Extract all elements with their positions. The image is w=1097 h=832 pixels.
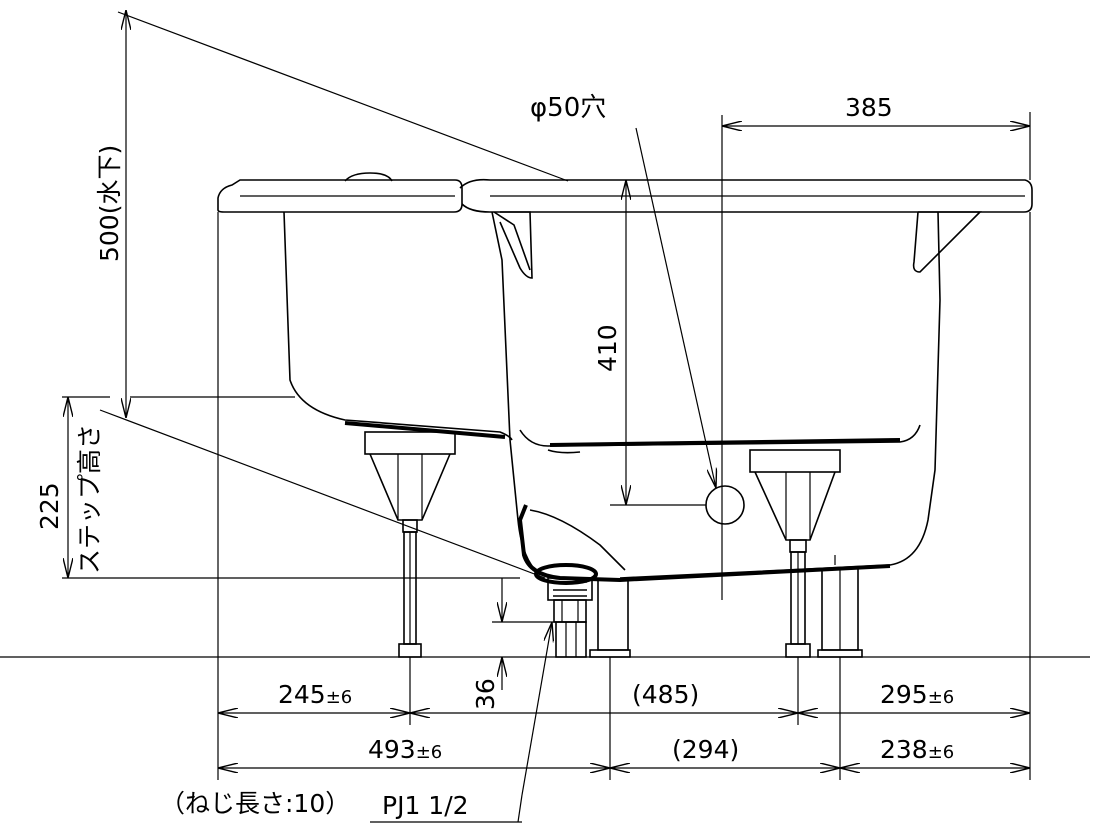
leader-step-diagonal [99,409,546,579]
leader-top-diagonal [117,11,569,182]
height-500-label: 500(水下) [95,145,124,262]
hole-label: φ50穴 [530,93,606,123]
step-value-label: 225 [35,482,64,530]
dim-493-label: 493±6 [368,735,442,764]
dim-294-label: (294) [672,735,739,764]
thread-note: （ねじ長さ:10） [160,789,350,818]
tub-main-basin [491,211,982,583]
dim-36 [492,578,556,690]
top-width-label: 385 [845,93,893,122]
extension-lines [217,212,1031,780]
drain-assembly [534,563,598,658]
tub-rim [217,172,1033,213]
dim-485-label: (485) [632,680,699,709]
drain-height-label: 36 [471,678,500,710]
leader-pipe [521,622,552,796]
overflow-hole [705,485,745,525]
pipe-spec: PJ1 1/2 [382,791,469,820]
leader-hole [635,127,716,488]
dim-238-label: 238±6 [880,735,954,764]
dim-295-label: 295±6 [880,680,954,709]
leader-pipe-tail [517,794,523,823]
tub-step-section [130,211,513,441]
step-height-label: ステップ高さ [75,424,104,574]
dim-225 [62,396,520,579]
leg-right [749,449,841,658]
leg-left [364,431,456,658]
depth-410-label: 410 [593,324,622,372]
dim-385 [722,112,1031,180]
dim-245-label: 245±6 [278,680,352,709]
support-posts [589,566,863,658]
